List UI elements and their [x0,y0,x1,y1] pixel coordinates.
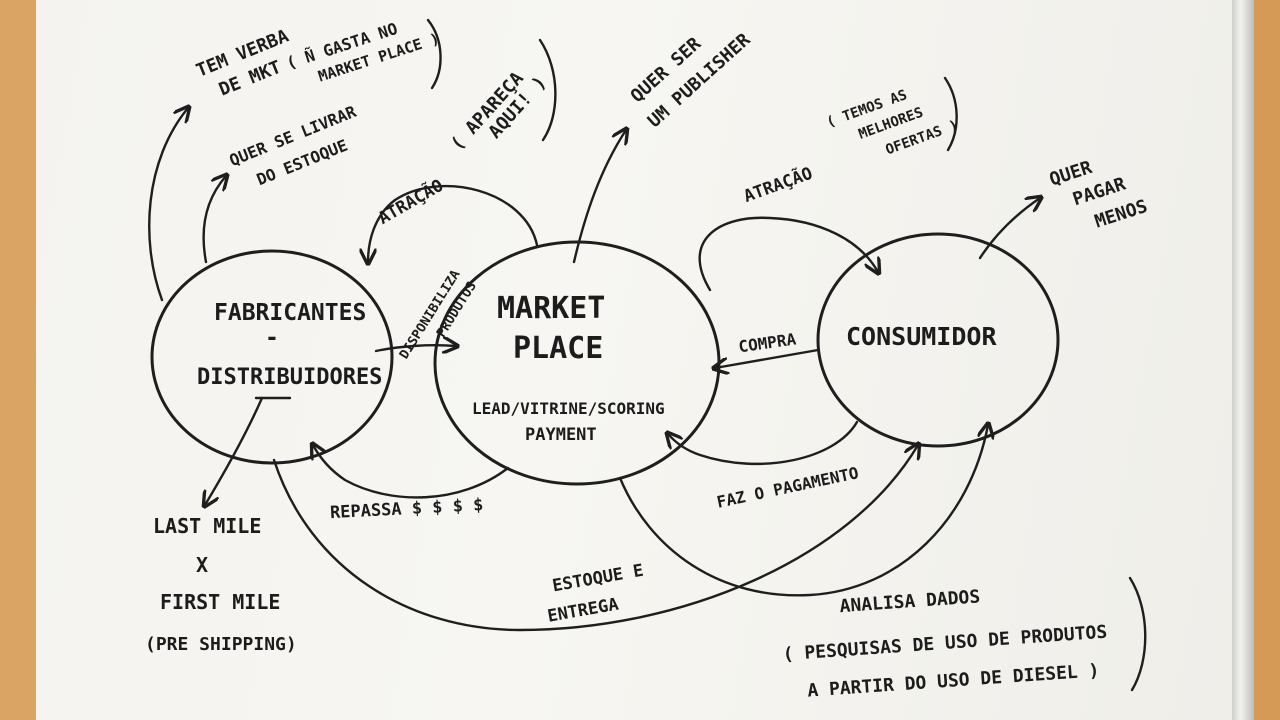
arrow-quer-se-livrar [202,176,226,264]
arrow-repassa [313,445,510,499]
repassa-label: REPASSA $ $ $ $ [330,495,484,523]
bracket-ofertas-right [943,76,958,152]
payment-label: PAYMENT [525,425,597,445]
analisa-line1: ANALISA DADOS [839,586,981,617]
arrow-atracao-left [368,184,539,262]
estoque-entrega-line1: ESTOQUE E [551,561,645,597]
arrow-analisa-dados [618,425,988,597]
consumidor-label: CONSUMIDOR [846,322,997,351]
lead-vitrine-label: LEAD/VITRINE/SCORING [472,399,665,418]
consumidor-circle [816,232,1060,448]
wall [1254,0,1280,720]
analisa-line2: ( PESQUISAS DE USO DE PRODUTOS [782,622,1108,666]
fabricantes-dash: - [265,325,279,351]
last-mile-line4: (PRE SHIPPING) [145,634,297,655]
arrow-quer-pagar-menos [978,198,1040,260]
analisa-line3: A PARTIR DO USO DE DIESEL ) [807,660,1100,701]
bracket-analisa-right [1128,576,1147,692]
market-label: MARKET [497,291,605,326]
distribuidores-label: DISTRIBUIDORES [197,365,382,390]
compra-label: COMPRA [737,329,797,356]
arrow-compra [715,348,820,368]
arrow-faz-pagamento [668,420,859,466]
arrow-disponibiliza [374,345,456,351]
bracket-n-gasta-right [426,18,442,90]
atracao-right-label: ATRAÇÃO [740,161,815,207]
whiteboard [36,0,1232,720]
last-mile-line2: X [196,553,208,577]
last-mile-line3: FIRST MILE [160,590,280,614]
bracket-apareca-right [538,38,557,142]
arrow-last-mile [205,396,264,505]
whiteboard-frame [1232,0,1254,720]
atracao-left-label: ATRAÇÃO [373,173,447,229]
arrow-estoque-entrega [272,445,918,632]
last-mile-line1: LAST MILE [153,514,261,538]
fabricantes-circle [150,249,394,465]
arrow-tem-verba [148,108,188,302]
arrow-quer-ser-publisher [572,130,626,264]
arrow-atracao-right [698,216,878,292]
place-label: PLACE [513,331,603,366]
faz-pagamento-label: FAZ O PAGAMENTO [715,463,860,512]
fabricantes-label: FABRICANTES [214,300,366,326]
